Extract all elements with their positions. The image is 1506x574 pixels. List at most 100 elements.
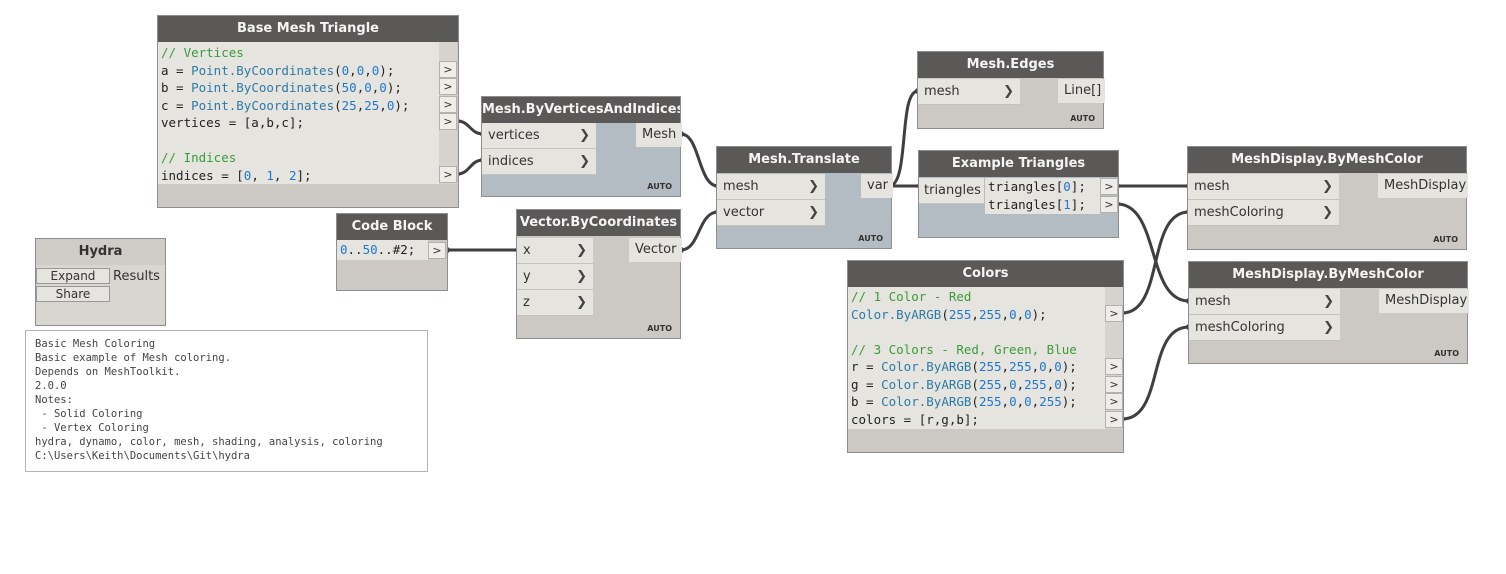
expand-button[interactable]: Expand — [36, 268, 110, 284]
code-text: , — [349, 62, 357, 78]
output-port[interactable]: > — [428, 242, 446, 259]
note-line: hydra, dynamo, color, mesh, shading, ana… — [35, 436, 383, 448]
input-port-triangles[interactable]: triangles — [919, 178, 984, 204]
output-port-lines[interactable]: Line[] — [1058, 79, 1105, 103]
code-number: 50 — [362, 242, 378, 257]
graph-notes[interactable]: Basic Mesh Coloring Basic example of Mes… — [25, 330, 428, 472]
wire-indices — [456, 158, 484, 176]
code-number: 0 — [1054, 376, 1062, 392]
node-mesh-edges[interactable]: Mesh.Edges mesh ❯ Line[] AUTO — [917, 51, 1105, 129]
output-port-colors[interactable]: > — [1105, 411, 1123, 428]
input-port-z[interactable]: z ❯ — [517, 290, 593, 316]
node-mesh-display-2[interactable]: MeshDisplay.ByMeshColor mesh ❯ meshColor… — [1188, 261, 1469, 364]
code-line: // 3 Colors - Red, Green, Blue — [851, 341, 1077, 359]
output-port-mesh[interactable]: Mesh — [636, 123, 682, 147]
output-port-a[interactable]: > — [439, 61, 457, 78]
output-port-var[interactable]: var — [861, 174, 893, 198]
input-port-mesh[interactable]: mesh ❯ — [1188, 174, 1339, 200]
code-comment: // Indices — [161, 150, 237, 165]
code-text: ..#2; — [377, 242, 416, 257]
input-port-vertices[interactable]: vertices ❯ — [482, 123, 596, 149]
node-title[interactable]: Code Block — [337, 214, 447, 240]
code-number: 0 — [243, 167, 252, 183]
output-port-b[interactable]: > — [439, 78, 457, 95]
output-port-r[interactable]: > — [1105, 358, 1123, 375]
input-port-y[interactable]: y ❯ — [517, 264, 593, 290]
node-title[interactable]: MeshDisplay.ByMeshColor — [1189, 262, 1467, 288]
output-port-mesh-display[interactable]: MeshDisplay — [1378, 174, 1468, 198]
node-vector-by-coordinates[interactable]: Vector.ByCoordinates x ❯ y ❯ z ❯ Vector … — [516, 209, 682, 339]
code-text: ); — [1061, 359, 1077, 374]
code-line: a = Point.ByCoordinates(0,0,0); — [161, 62, 394, 80]
lacing-indicator[interactable]: AUTO — [1070, 114, 1095, 123]
code-text: , — [1016, 394, 1025, 409]
lacing-indicator[interactable]: AUTO — [1434, 349, 1459, 358]
code-number: 1 — [1063, 196, 1071, 212]
output-port-0[interactable]: > — [1100, 178, 1118, 195]
output-port-vertices[interactable]: > — [439, 113, 457, 130]
code-number: 0 — [356, 62, 365, 78]
node-title[interactable]: MeshDisplay.ByMeshColor — [1188, 147, 1466, 173]
node-title[interactable]: Mesh.ByVerticesAndIndices — [482, 97, 680, 123]
node-title[interactable]: Hydra — [36, 239, 165, 265]
wire-mesh-to-translate — [680, 132, 719, 188]
code-text: , — [1001, 359, 1010, 374]
node-title[interactable]: Mesh.Translate — [717, 147, 891, 173]
output-port-color[interactable]: > — [1105, 305, 1123, 322]
results-output[interactable]: Results — [113, 269, 160, 284]
node-title[interactable]: Example Triangles — [919, 151, 1118, 177]
node-hydra[interactable]: Hydra Expand Share Results — [35, 238, 166, 326]
port-label: mesh — [1194, 179, 1230, 194]
code-text: ); — [1031, 306, 1047, 322]
share-button[interactable]: Share — [36, 286, 110, 302]
node-title[interactable]: Base Mesh Triangle — [158, 16, 458, 42]
input-port-vector[interactable]: vector ❯ — [717, 200, 825, 226]
input-port-mesh-coloring[interactable]: meshColoring ❯ — [1189, 315, 1340, 341]
output-port-mesh-display[interactable]: MeshDisplay — [1379, 289, 1469, 313]
code-number: 0 — [1024, 394, 1032, 409]
code-text: ( — [971, 394, 979, 409]
wire-colors-to-display2 — [1121, 325, 1190, 421]
lacing-indicator[interactable]: AUTO — [647, 324, 672, 333]
input-port-mesh[interactable]: mesh ❯ — [1189, 289, 1340, 315]
node-mesh-by-vertices-and-indices[interactable]: Mesh.ByVerticesAndIndices vertices ❯ ind… — [481, 96, 682, 197]
input-port-mesh[interactable]: mesh ❯ — [918, 79, 1020, 105]
input-port-x[interactable]: x ❯ — [517, 238, 593, 264]
code-number: 0 — [340, 242, 348, 257]
chevron-right-icon: ❯ — [576, 269, 587, 284]
output-port-c[interactable]: > — [439, 96, 457, 113]
code-number: 0 — [1009, 394, 1017, 409]
input-port-indices[interactable]: indices ❯ — [482, 149, 596, 175]
node-title[interactable]: Mesh.Edges — [918, 52, 1103, 78]
code-text: , — [251, 167, 267, 183]
chevron-right-icon: ❯ — [576, 243, 587, 258]
node-title[interactable]: Vector.ByCoordinates — [517, 210, 680, 236]
wire-tri1-to-display2 — [1116, 202, 1190, 303]
lacing-indicator[interactable]: AUTO — [647, 182, 672, 191]
note-title: Basic Mesh Coloring — [35, 338, 156, 350]
code-number: 2 — [288, 167, 297, 183]
node-example-triangles[interactable]: Example Triangles triangles triangles[0]… — [918, 150, 1119, 238]
output-port-indices[interactable]: > — [439, 166, 457, 183]
node-code-block[interactable]: Code Block 0..50..#2; > — [336, 213, 448, 291]
input-port-mesh-coloring[interactable]: meshColoring ❯ — [1188, 200, 1339, 226]
node-mesh-translate[interactable]: Mesh.Translate mesh ❯ vector ❯ var AUTO — [716, 146, 893, 249]
output-port-1[interactable]: > — [1100, 196, 1118, 213]
code-editor[interactable]: triangles[0];triangles[1]; — [985, 178, 1100, 214]
output-port-g[interactable]: > — [1105, 376, 1123, 393]
code-text: ( — [971, 376, 979, 392]
code-text: , — [1046, 376, 1055, 392]
code-text: , — [1001, 306, 1010, 322]
lacing-indicator[interactable]: AUTO — [858, 234, 883, 243]
node-title[interactable]: Colors — [848, 261, 1123, 287]
code-editor[interactable]: 0..50..#2; — [337, 240, 428, 260]
lacing-indicator[interactable]: AUTO — [1433, 235, 1458, 244]
input-port-mesh[interactable]: mesh ❯ — [717, 174, 825, 200]
output-port-vector[interactable]: Vector — [629, 238, 682, 262]
node-mesh-display-1[interactable]: MeshDisplay.ByMeshColor mesh ❯ meshColor… — [1187, 146, 1468, 250]
output-port-b[interactable]: > — [1105, 393, 1123, 410]
